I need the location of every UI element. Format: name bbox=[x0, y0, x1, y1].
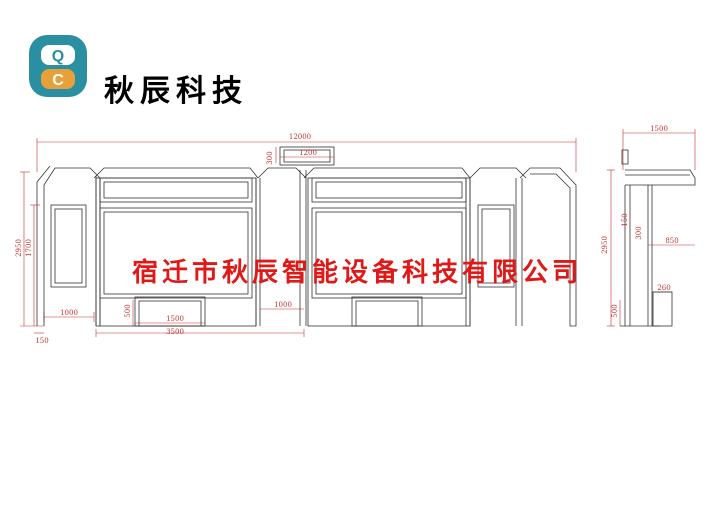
logo-letter-c: C bbox=[52, 72, 64, 89]
dim-seat-depth: 260 bbox=[657, 284, 670, 292]
dim-base: 150 bbox=[35, 337, 48, 345]
brand-name: 秋辰科技 bbox=[104, 74, 248, 109]
dim-total-width: 12000 bbox=[289, 133, 311, 141]
dim-roof-offset: 150 bbox=[621, 213, 629, 226]
company-watermark: 宿迁市秋辰智能设备科技有限公司 bbox=[132, 258, 583, 288]
dim-sign-width: 1200 bbox=[299, 149, 317, 157]
logo-top-window bbox=[41, 45, 75, 65]
dim-seat-height: 500 bbox=[124, 304, 132, 317]
dim-sign-height: 300 bbox=[266, 151, 274, 164]
dim-roof-thickness: 300 bbox=[635, 226, 643, 239]
company-logo: Q C bbox=[29, 35, 87, 97]
dim-total-height: 2950 bbox=[15, 239, 23, 257]
front-view-outline bbox=[36, 146, 577, 327]
dim-module-width: 3500 bbox=[166, 328, 184, 336]
logo-letter-q: Q bbox=[52, 48, 64, 65]
dim-side-depth: 1500 bbox=[650, 125, 668, 133]
dim-side-total-height: 2950 bbox=[601, 236, 609, 254]
dim-left-gap: 1000 bbox=[60, 309, 78, 317]
logo-bottom-window bbox=[41, 69, 75, 89]
dim-panel-height: 1700 bbox=[25, 239, 33, 257]
dim-middle-gap: 1000 bbox=[274, 301, 292, 309]
dim-canopy-depth: 850 bbox=[665, 237, 678, 245]
side-view-outline bbox=[620, 149, 696, 327]
dim-side-seat-height: 500 bbox=[611, 304, 619, 317]
dimension-lines bbox=[20, 129, 696, 337]
dim-seat-width: 1500 bbox=[166, 315, 184, 323]
